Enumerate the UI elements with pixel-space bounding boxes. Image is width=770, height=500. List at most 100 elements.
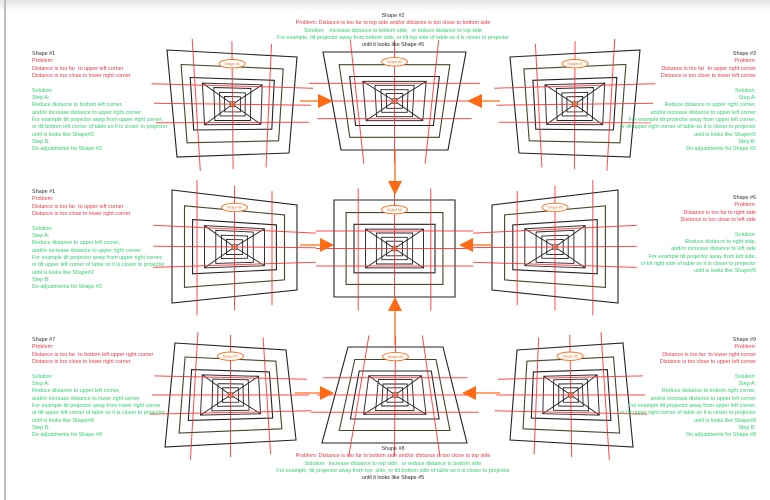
projected-shape-9: Shape #9 bbox=[494, 332, 648, 460]
problem-text: Problem: bbox=[734, 344, 756, 351]
solution-text: Solution: bbox=[735, 231, 756, 238]
outline-ring-5 bbox=[555, 87, 594, 121]
outline-ring-1 bbox=[166, 49, 298, 158]
result-text: until it looks like Shape #5 bbox=[361, 42, 425, 49]
shape-label: Shape #1 bbox=[224, 62, 239, 66]
problem-text: Distance is too far to lower right corne… bbox=[662, 351, 756, 358]
solution-text: Reduce distance to upper left corner, bbox=[32, 388, 121, 395]
shape-label: Shape #4 bbox=[227, 206, 242, 210]
diagonal-line bbox=[554, 225, 586, 248]
solution-text: Solution: bbox=[32, 225, 53, 232]
diagonal-line bbox=[202, 374, 231, 396]
outline-ring-1 bbox=[322, 51, 467, 151]
solution-text: or tilt upper right corner of table so i… bbox=[619, 410, 756, 417]
vertical-guide-line bbox=[421, 335, 441, 457]
projected-shape-3: Shape #3 bbox=[494, 38, 656, 171]
shape-title: Shape #6 bbox=[732, 195, 756, 201]
problem-text bbox=[641, 224, 756, 231]
outline-ring-2 bbox=[183, 205, 286, 288]
outline-ring-3 bbox=[348, 75, 441, 127]
diagonal-line bbox=[200, 394, 231, 416]
problem-text: Distance is too close to left side bbox=[680, 217, 756, 224]
shape-label: Shape #5 bbox=[387, 208, 402, 212]
shape-label-ellipse bbox=[381, 205, 408, 215]
diagonal-line bbox=[234, 228, 265, 248]
horizontal-guide-line bbox=[153, 261, 316, 268]
vertical-guide-line bbox=[600, 332, 610, 460]
problem-text: Distance is too close to lower right cor… bbox=[32, 73, 131, 80]
vertical-guide-line bbox=[189, 332, 199, 460]
outline-ring-1 bbox=[333, 199, 456, 298]
outline-ring-1 bbox=[321, 346, 468, 444]
solution-text: and/or increase distance to upper left c… bbox=[650, 109, 756, 116]
outline-ring-5 bbox=[552, 378, 590, 412]
arrow-shape1-to-shape2 bbox=[300, 94, 333, 108]
outline-ring-6 bbox=[541, 234, 569, 260]
outline-ring-2 bbox=[178, 356, 283, 434]
diagonal-line bbox=[394, 394, 427, 415]
problem-text: Problem: bbox=[32, 344, 54, 351]
solution-text: Step A: bbox=[738, 381, 756, 388]
solution-text: Step B: bbox=[32, 277, 50, 284]
outline-ring-7 bbox=[566, 96, 584, 113]
diagonal-line bbox=[394, 248, 424, 269]
outline-ring-7 bbox=[386, 240, 403, 257]
diagonal-line bbox=[542, 394, 572, 415]
outline-ring-3 bbox=[187, 369, 274, 421]
arrow-shape7-to-shape8 bbox=[295, 386, 334, 400]
problem-text: Problem: Distance is too far to top side… bbox=[295, 20, 491, 27]
solution-text: Step B: bbox=[738, 139, 756, 146]
solution-text: Step B: bbox=[32, 139, 50, 146]
projected-shape-6: Shape #6 bbox=[473, 180, 637, 316]
problem-text: Problem: bbox=[734, 58, 756, 65]
problem-text: Distance is too far to upper right corne… bbox=[661, 65, 756, 72]
diagonal-line bbox=[204, 103, 233, 126]
problem-text: Distance is too close to lower left corn… bbox=[660, 73, 756, 80]
diagonal-line bbox=[202, 82, 233, 105]
outline-ring-1 bbox=[509, 342, 634, 448]
solution-text: until is looks like Shape#8 bbox=[693, 417, 756, 424]
problem-text: Distance is too far to bottom left upper… bbox=[32, 351, 154, 358]
solution-text: until is looks like Shape#2 bbox=[32, 269, 95, 276]
shape-label-ellipse bbox=[381, 57, 408, 67]
diagonal-line bbox=[394, 375, 422, 396]
solution-text: Solution: Increase distance to top side,… bbox=[304, 460, 482, 467]
horizontal-guide-line bbox=[494, 83, 656, 89]
solution-text: For example tilt projector away from low… bbox=[32, 403, 161, 410]
shape-label: Shape #3 bbox=[567, 62, 582, 66]
projected-shape-7: Shape #7 bbox=[149, 332, 312, 460]
arrow-shape9-to-shape8 bbox=[462, 386, 500, 400]
horizontal-guide-line bbox=[151, 83, 314, 89]
problem-text bbox=[620, 80, 756, 87]
solution-text: Solution: bbox=[735, 373, 756, 380]
diagonal-line bbox=[574, 82, 605, 105]
problem-text: Distance is too close to upper left corn… bbox=[659, 359, 756, 366]
outline-ring-7 bbox=[225, 238, 244, 255]
projected-shape-5: Shape #5 bbox=[315, 188, 474, 311]
vertical-guide-line bbox=[424, 40, 440, 164]
solution-text: or tilt upper left corner of table so it… bbox=[32, 410, 165, 417]
horizontal-guide-line bbox=[156, 121, 310, 124]
shape-label-ellipse bbox=[221, 202, 248, 213]
problem-text bbox=[32, 80, 167, 87]
solution-text: Step A: bbox=[32, 95, 50, 102]
outline-ring-5 bbox=[374, 84, 415, 118]
outline-ring-1 bbox=[491, 189, 619, 304]
diagonal-line bbox=[570, 394, 600, 416]
shapes-layer: Shape #1 Shape #2 Shape #3 Shape #4 Shape #5… bbox=[149, 38, 656, 460]
projected-shape-2: Shape #2 bbox=[309, 40, 480, 164]
shape-label: Shape #8 bbox=[388, 355, 403, 359]
solution-text: Do adjustments for Shape #8 bbox=[686, 432, 756, 439]
diagonal-line bbox=[368, 375, 396, 396]
horizontal-guide-line bbox=[473, 224, 637, 234]
problem-text: Distance is too far to right side bbox=[683, 209, 756, 216]
problem-text: Problem: bbox=[32, 196, 54, 203]
shape-label-ellipse bbox=[541, 202, 569, 213]
solution-text: and/or increase distance to lower right … bbox=[32, 395, 140, 402]
shape-title: Shape #1 bbox=[32, 189, 56, 195]
diagonal-line bbox=[232, 103, 262, 125]
vertical-guide-line bbox=[348, 335, 370, 457]
outline-ring-2 bbox=[338, 358, 451, 432]
